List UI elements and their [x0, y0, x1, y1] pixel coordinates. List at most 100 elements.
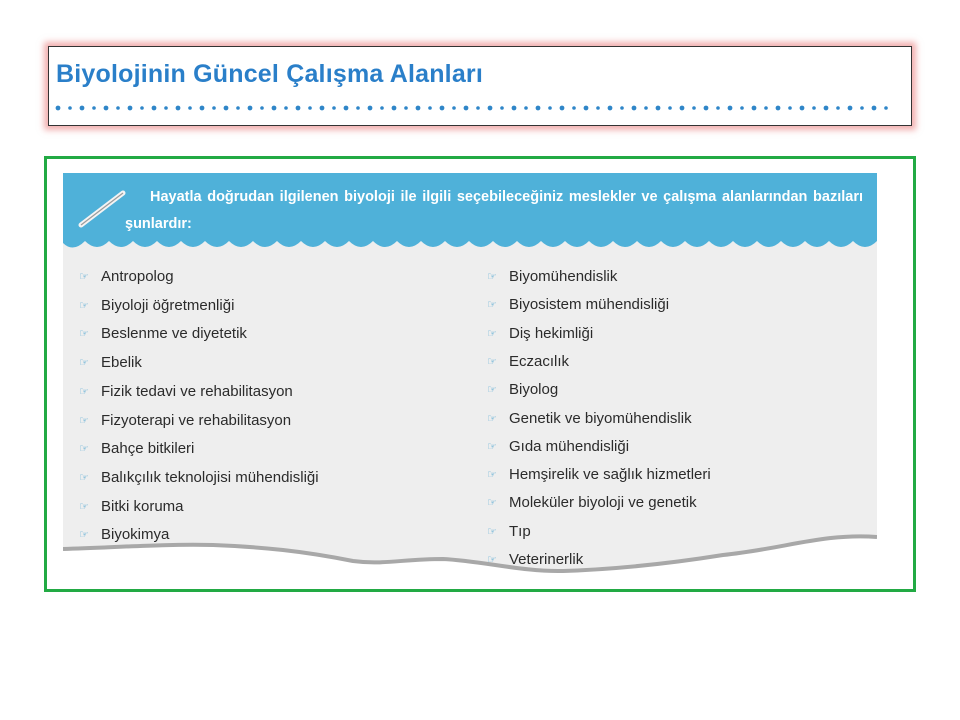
pointing-hand-icon: ☞	[487, 439, 497, 453]
pointing-hand-icon: ☞	[79, 442, 89, 456]
divider-dot	[655, 105, 661, 111]
divider-dot	[103, 105, 109, 111]
list-item: ☞ Biyosistem mühendisliği	[487, 295, 669, 315]
list-item: ☞Fizik tedavi ve rehabilitasyon	[79, 382, 293, 402]
divider-dot	[404, 106, 408, 110]
divider-dot	[596, 106, 600, 110]
divider-dot	[140, 106, 144, 110]
list-item-label: Hemşirelik ve sağlık hizmetleri	[509, 466, 711, 484]
list-item-label: Bitki koruma	[101, 497, 184, 515]
list-item: ☞ Biyolog	[487, 380, 558, 400]
divider-dot	[716, 106, 720, 110]
list-item: ☞Biyomühendislik	[487, 267, 617, 287]
pointing-hand-icon: ☞	[487, 496, 497, 510]
divider-dot	[799, 105, 805, 111]
list-item: ☞Balıkçılık teknolojisi mühendisliği	[79, 468, 319, 488]
list-item: ☞Antropolog	[79, 267, 174, 287]
divider-dot	[548, 106, 552, 110]
list-item: ☞ Tıp	[487, 522, 531, 542]
dotted-divider	[55, 105, 888, 111]
pointing-hand-icon: ☞	[79, 356, 89, 370]
content-frame: Hayatla doğrudan ilgilenen biyoloji ile …	[44, 156, 916, 592]
divider-dot	[260, 106, 264, 110]
divider-dot	[476, 106, 480, 110]
divider-dot	[271, 105, 277, 111]
divider-dot	[583, 105, 589, 111]
list-item-label: Veterinerlik	[509, 551, 584, 568]
divider-dot	[127, 105, 133, 111]
divider-dot	[236, 106, 240, 110]
list-item: ☞Hemşirelik ve sağlık hizmetleri	[487, 465, 711, 485]
divider-dot	[439, 105, 445, 111]
divider-dot	[188, 106, 192, 110]
pointing-hand-icon: ☞	[79, 499, 89, 513]
panel-bottom-edge	[63, 534, 877, 574]
divider-dot	[860, 106, 864, 110]
divider-dot	[223, 105, 229, 111]
intro-text: Hayatla doğrudan ilgilenen biyoloji ile …	[125, 189, 863, 232]
divider-dot	[452, 106, 456, 110]
pointing-hand-icon: ☞	[487, 524, 497, 538]
divider-dot	[284, 106, 288, 110]
divider-dot	[775, 105, 781, 111]
title-box: Biyolojinin Güncel Çalışma Alanları	[48, 46, 912, 126]
divider-dot	[511, 105, 517, 111]
list-item-label: Biyosistem mühendisliği	[509, 296, 670, 314]
pointing-hand-icon: ☞	[487, 411, 497, 425]
list-item: ☞ Biyoloji öğretmenliği	[79, 296, 234, 316]
divider-dot	[391, 105, 397, 111]
divider-dot	[55, 105, 61, 111]
divider-dot	[572, 106, 576, 110]
list-item-label: Biyoloji öğretmenliği	[101, 296, 235, 314]
list-item-label: Moleküler biyoloji ve genetik	[509, 494, 697, 512]
divider-dot	[812, 106, 816, 110]
list-item: ☞Diş hekimliği	[487, 324, 593, 344]
divider-dot	[415, 105, 421, 111]
list-item: ☞ Veterinerlik	[487, 550, 583, 570]
divider-dot	[175, 105, 181, 111]
divider-dot	[500, 106, 504, 110]
pointing-hand-icon: ☞	[487, 383, 497, 397]
list-item: ☞Beslenme ve diyetetik	[79, 324, 247, 344]
list-item-label: Eczacılık	[509, 352, 570, 370]
pointing-hand-icon: ☞	[487, 298, 497, 312]
list-item-label: Balıkçılık teknolojisi mühendisliği	[101, 468, 319, 486]
divider-dot	[559, 105, 565, 111]
list-item-label: Gıda mühendisliği	[509, 437, 630, 455]
divider-dot	[247, 105, 253, 111]
list-item-label: Genetik ve biyomühendislik	[509, 409, 692, 427]
divider-dot	[524, 106, 528, 110]
divider-dot	[692, 106, 696, 110]
divider-dot	[380, 106, 384, 110]
divider-dot	[836, 106, 840, 110]
list-item: ☞Fizyoterapi ve rehabilitasyon	[79, 411, 291, 431]
pencil-icon	[78, 190, 126, 228]
pointing-hand-icon: ☞	[79, 327, 89, 341]
pointing-hand-icon: ☞	[487, 553, 497, 567]
pointing-hand-icon: ☞	[487, 326, 497, 340]
divider-dot	[199, 105, 205, 111]
divider-dot	[607, 105, 613, 111]
divider-dot	[631, 105, 637, 111]
list-item: ☞ Gıda mühendisliği	[487, 437, 629, 457]
list-item-label: Fizik tedavi ve rehabilitasyon	[101, 382, 293, 400]
divider-dot	[644, 106, 648, 110]
divider-dot	[823, 105, 829, 111]
list-item-label: Tıp	[509, 522, 531, 540]
divider-dot	[788, 106, 792, 110]
divider-dot	[68, 106, 72, 110]
divider-dot	[428, 106, 432, 110]
divider-dot	[212, 106, 216, 110]
pointing-hand-icon: ☞	[79, 270, 89, 284]
divider-dot	[487, 105, 493, 111]
divider-dot	[679, 105, 685, 111]
list-item-label: Biyolog	[509, 381, 559, 399]
panel-background	[63, 173, 877, 574]
divider-dot	[308, 106, 312, 110]
divider-dot	[727, 105, 733, 111]
pointing-hand-icon: ☞	[79, 298, 89, 312]
list-item-label: Biyokimya	[101, 526, 170, 544]
divider-dot	[764, 106, 768, 110]
divider-dot	[79, 105, 85, 111]
header-band	[63, 173, 877, 248]
